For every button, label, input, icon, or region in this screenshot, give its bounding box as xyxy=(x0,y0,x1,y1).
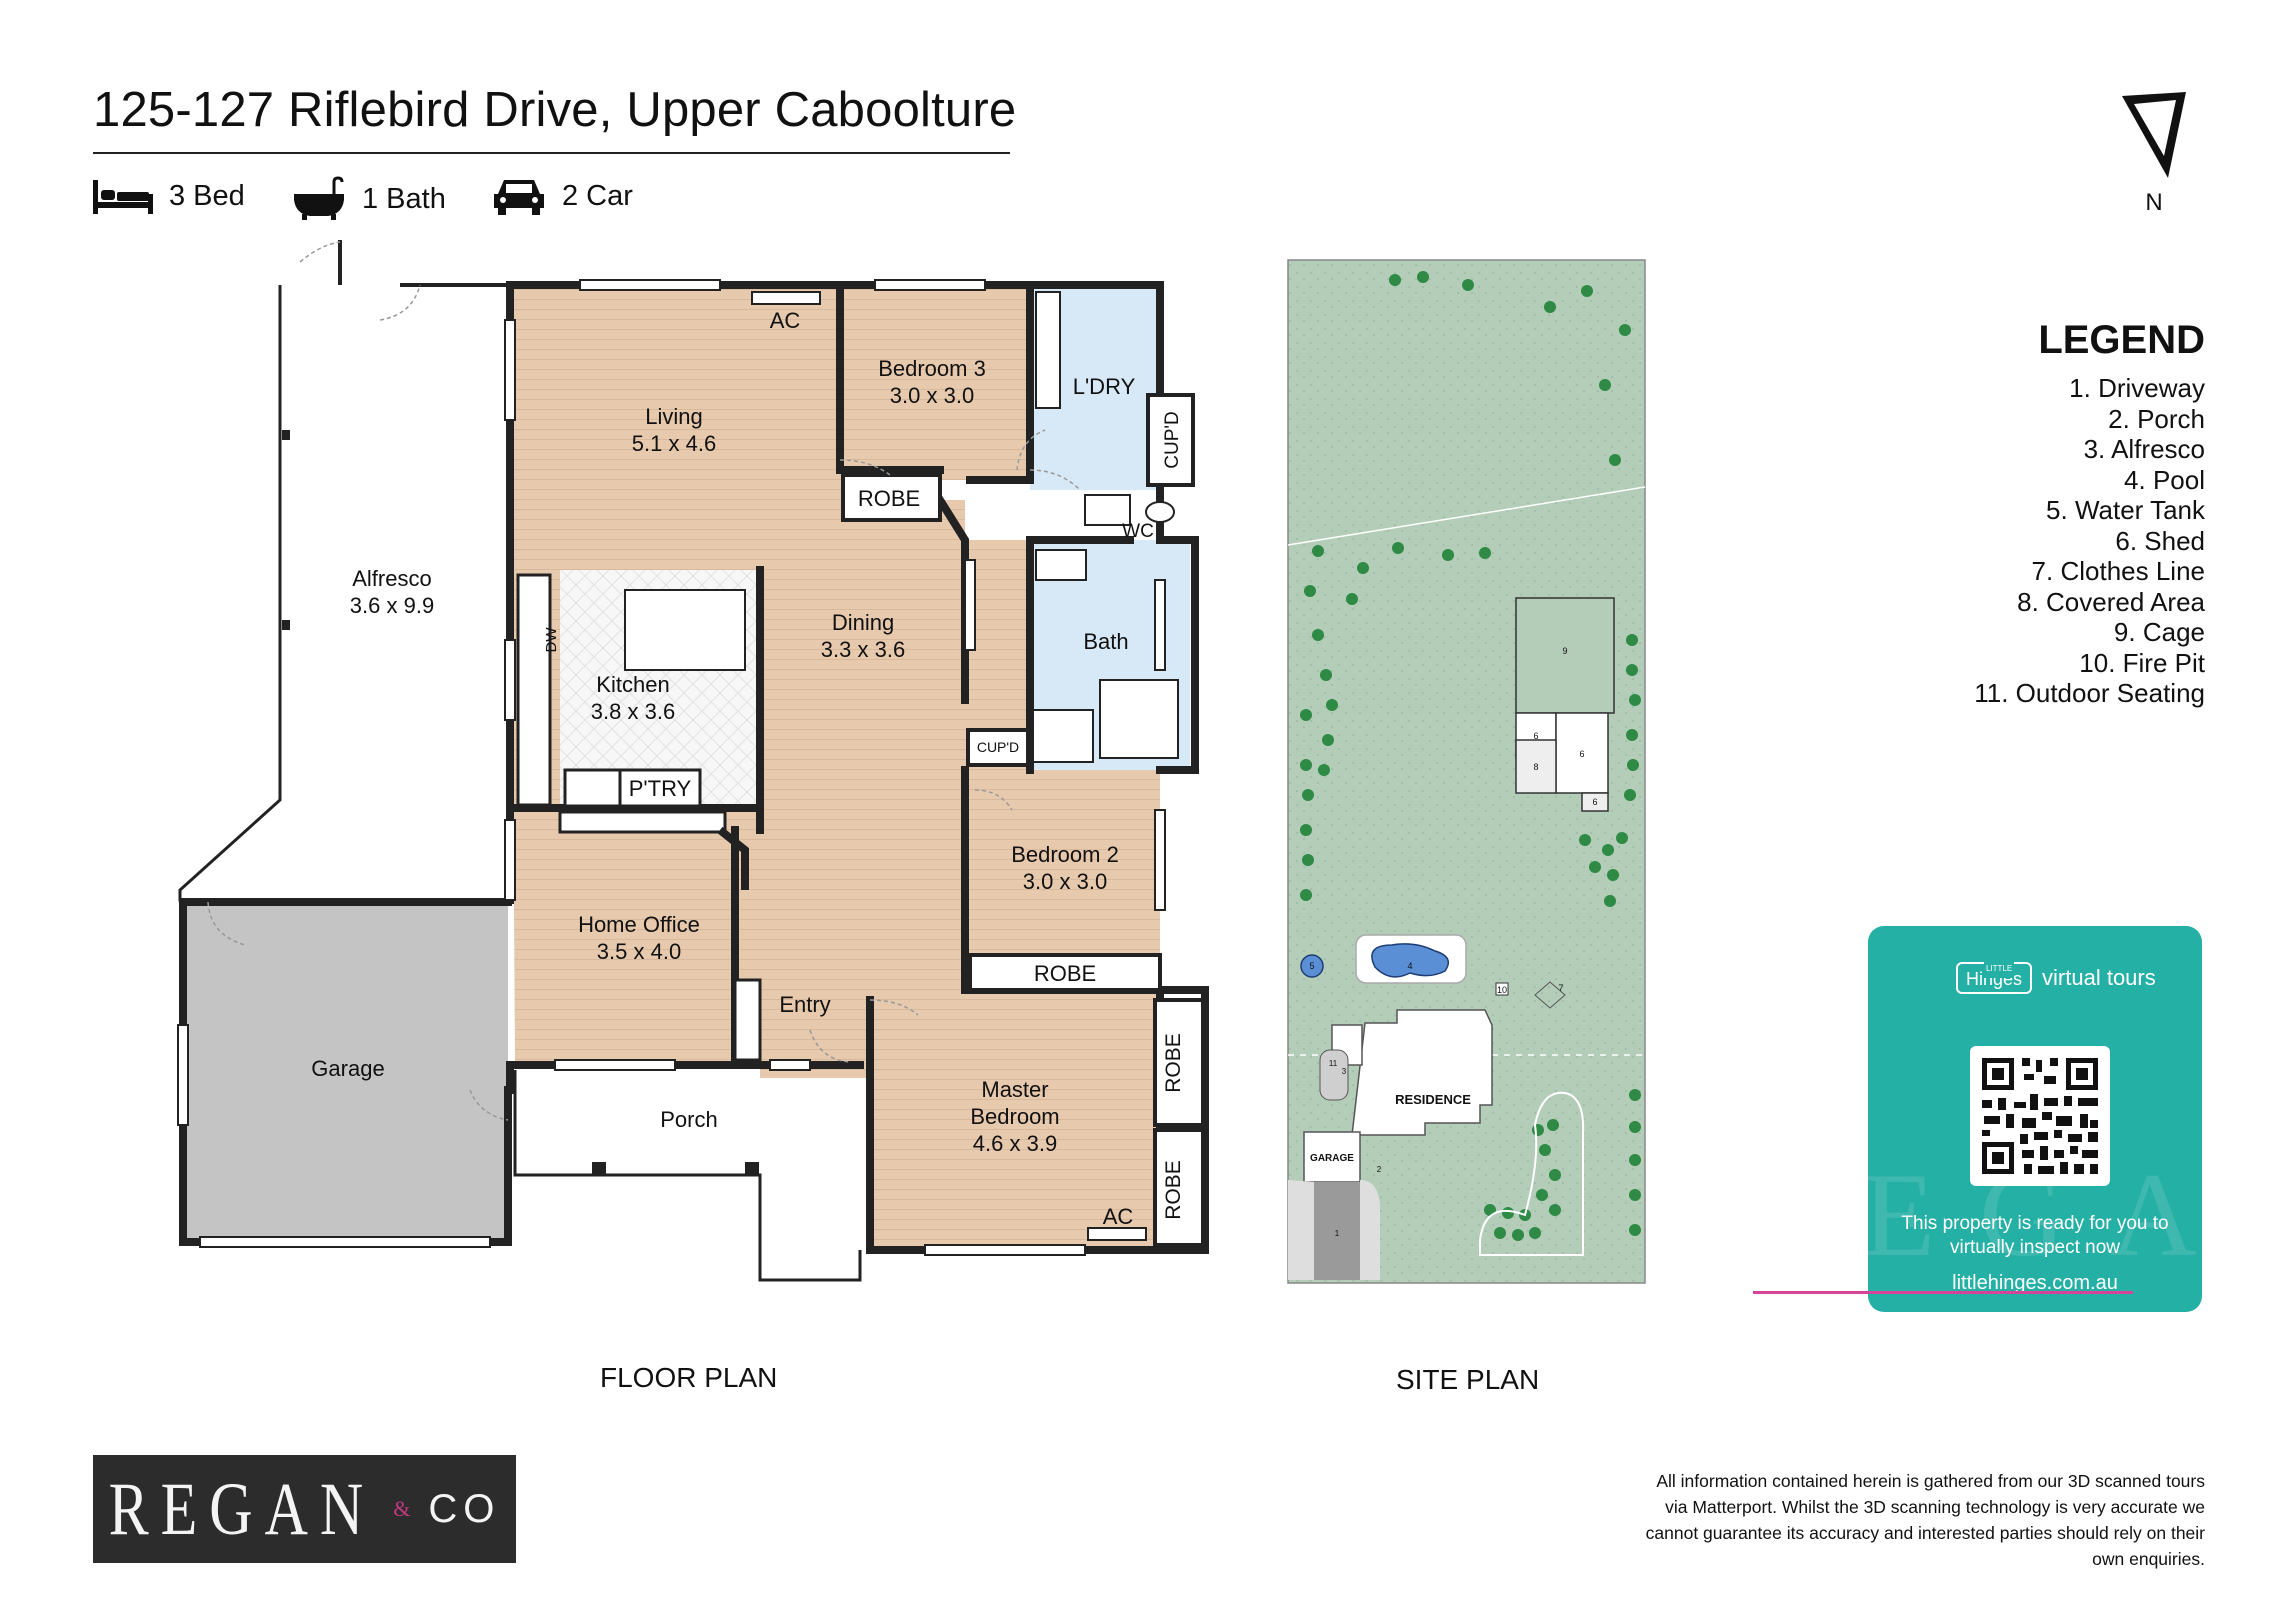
room-bedroom3-size: 3.0 x 3.0 xyxy=(890,383,974,408)
virtual-tour-message: This property is ready for you to virtua… xyxy=(1901,1213,2169,1258)
disclaimer: All information contained herein is gath… xyxy=(1645,1471,2205,1569)
hinges-badge: LITTLE Hinges xyxy=(1956,960,2033,994)
virtual-tour-link[interactable]: littlehinges.com.au xyxy=(1952,1272,2118,1294)
label-cupboard-bath: CUP'D xyxy=(977,739,1019,755)
legend: LEGEND 1. Driveway 2. Porch 3. Alfresco … xyxy=(1974,318,2205,709)
label-cupboard-laundry: CUP'D xyxy=(1162,411,1183,468)
label-ac-master: AC xyxy=(1103,1204,1134,1229)
label-robe-master-1: ROBE xyxy=(1162,1033,1185,1093)
legend-item: 9. Cage xyxy=(2113,617,2205,647)
legend-item: 7. Clothes Line xyxy=(2031,556,2205,586)
room-porch: Porch xyxy=(660,1107,717,1132)
site-plan: 9 6 6 8 6 4 5 10 7 RESIDENCE GARAGE 1 2 … xyxy=(1287,259,1646,1284)
logo-regan: REGAN xyxy=(108,1467,376,1550)
site-marker-8: 8 xyxy=(1533,762,1538,772)
room-bedroom2: Bedroom 2 xyxy=(1011,842,1119,867)
site-plan-caption: SITE PLAN xyxy=(1396,1364,1540,1395)
label-robe-bed2: ROBE xyxy=(1034,961,1096,986)
car-count: 2 Car xyxy=(492,176,633,216)
legend-item: 6. Shed xyxy=(2115,525,2205,556)
site-marker-11: 11 xyxy=(1329,1059,1338,1068)
legend-item: 5. Water Tank xyxy=(2046,495,2205,525)
room-living: Living xyxy=(645,404,702,429)
room-entry: Entry xyxy=(779,992,830,1017)
logo-co: CO xyxy=(428,1486,501,1531)
room-dining-size: 3.3 x 3.6 xyxy=(821,637,905,662)
floor-plan-caption: FLOOR PLAN xyxy=(600,1362,778,1393)
room-home-office: Home Office xyxy=(578,912,700,937)
title-underline xyxy=(93,152,1010,154)
brand-virtual-tours: virtual tours xyxy=(2042,965,2156,990)
legend-title: LEGEND xyxy=(2038,318,2205,362)
site-marker-4: 4 xyxy=(1407,961,1412,971)
legend-item: 1. Driveway xyxy=(2069,373,2205,403)
room-kitchen: Kitchen xyxy=(596,672,669,697)
qr-code[interactable] xyxy=(1970,1046,2110,1186)
room-dining: Dining xyxy=(832,610,894,635)
site-marker-6b: 6 xyxy=(1579,749,1584,759)
kitchen-island xyxy=(624,589,746,671)
site-marker-1: 1 xyxy=(1335,1229,1340,1238)
label-dishwasher: DW xyxy=(543,627,560,653)
regan-co-logo: REGAN & CO xyxy=(93,1455,516,1563)
floor-plan: Living 5.1 x 4.6 Bedroom 3 3.0 x 3.0 Alf… xyxy=(177,240,1209,1282)
brand-little: LITTLE xyxy=(1984,960,2015,978)
north-arrow: N xyxy=(2118,92,2190,217)
site-marker-3: 3 xyxy=(1342,1067,1347,1076)
room-bath: Bath xyxy=(1083,629,1128,654)
site-residence-label: RESIDENCE xyxy=(1395,1092,1471,1107)
north-label: N xyxy=(2145,189,2163,216)
label-ac-living: AC xyxy=(770,308,801,333)
room-garage: Garage xyxy=(311,1056,384,1081)
room-kitchen-size: 3.8 x 3.6 xyxy=(591,699,675,724)
room-bedroom3: Bedroom 3 xyxy=(878,356,986,381)
label-pantry: P'TRY xyxy=(629,776,692,801)
qr-code-icon xyxy=(1982,1058,2098,1174)
site-marker-2: 2 xyxy=(1377,1165,1382,1174)
room-master: Master xyxy=(981,1077,1048,1102)
accent-line xyxy=(1753,1291,2133,1294)
bed-label: 3 Bed xyxy=(169,179,245,212)
site-marker-7: 7 xyxy=(1558,983,1563,993)
room-living-size: 5.1 x 4.6 xyxy=(632,431,716,456)
room-master-line2: Bedroom xyxy=(970,1104,1059,1129)
label-wc: WC xyxy=(1122,521,1154,542)
legend-item: 4. Pool xyxy=(2124,464,2205,495)
car-icon xyxy=(492,176,546,216)
legend-item: 11. Outdoor Seating xyxy=(1974,678,2205,708)
room-alfresco-size: 3.6 x 9.9 xyxy=(350,593,434,618)
bath-count: 1 Bath xyxy=(292,176,446,222)
legend-item: 3. Alfresco xyxy=(2083,434,2205,464)
room-bedroom2-size: 3.0 x 3.0 xyxy=(1023,869,1107,894)
site-marker-6a: 6 xyxy=(1533,731,1538,741)
legend-item: 8. Covered Area xyxy=(2017,586,2205,617)
bath-icon xyxy=(292,176,346,222)
alfresco-outline xyxy=(178,285,512,902)
page-title: 125-127 Riflebird Drive, Upper Cabooltur… xyxy=(93,83,1017,137)
garage-floor xyxy=(183,902,508,1242)
site-garage-label: GARAGE xyxy=(1310,1153,1354,1164)
car-label: 2 Car xyxy=(562,179,633,212)
virtual-tour-card[interactable]: EGAN LITTLE Hinges virtual tours This pr… xyxy=(1868,926,2202,1312)
little-hinges-logo: LITTLE Hinges virtual tours xyxy=(1956,960,2156,994)
room-home-office-size: 3.5 x 4.0 xyxy=(597,939,681,964)
bed-count: 3 Bed xyxy=(93,176,245,216)
legend-item: 2. Porch xyxy=(2108,403,2205,434)
label-robe-bed3: ROBE xyxy=(858,486,920,511)
room-master-size: 4.6 x 3.9 xyxy=(973,1131,1057,1156)
site-marker-5: 5 xyxy=(1309,961,1314,971)
room-alfresco: Alfresco xyxy=(352,566,431,591)
north-arrow-icon xyxy=(2122,92,2186,178)
house-floor xyxy=(510,285,1160,1250)
label-laundry: L'DRY xyxy=(1073,374,1136,399)
logo-ampersand: & xyxy=(393,1496,411,1521)
site-marker-9: 9 xyxy=(1562,646,1567,656)
site-marker-10: 10 xyxy=(1497,985,1507,995)
site-marker-6c: 6 xyxy=(1592,797,1597,807)
legend-item: 10. Fire Pit xyxy=(2079,647,2205,678)
bath-label: 1 Bath xyxy=(362,182,446,215)
bed-icon xyxy=(93,176,153,216)
label-robe-master-2: ROBE xyxy=(1162,1160,1185,1220)
